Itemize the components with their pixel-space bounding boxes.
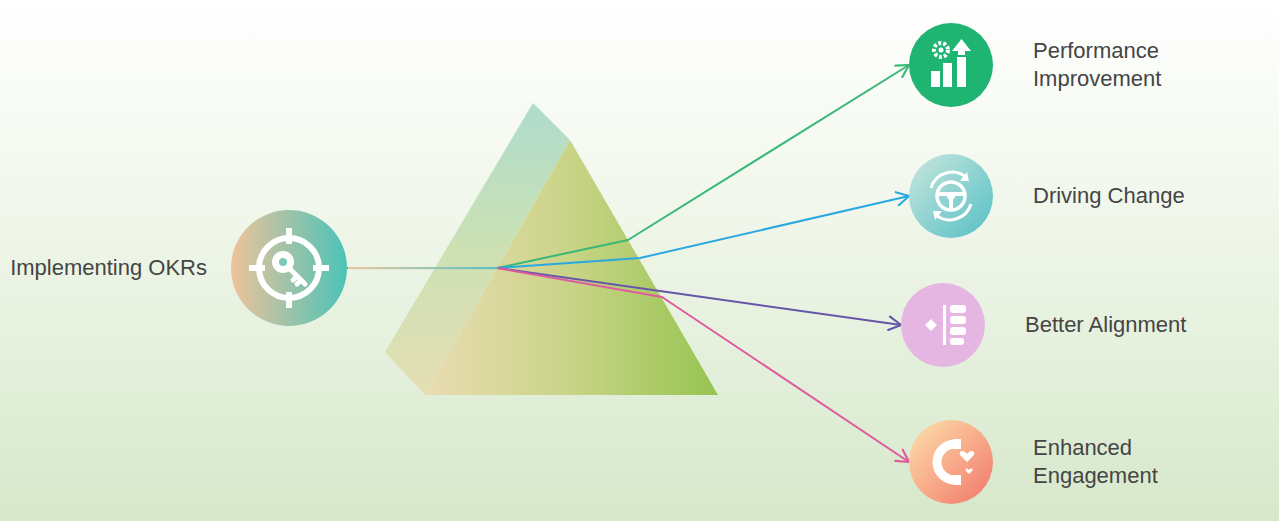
outcome-node: Performance Improvement <box>909 23 1233 107</box>
node-label: Enhanced Engagement <box>1033 434 1233 490</box>
node-icon <box>231 210 347 326</box>
connector-arrow <box>347 65 909 268</box>
connector-arrow <box>347 268 909 462</box>
outcome-node: Enhanced Engagement <box>909 420 1233 504</box>
node-label: Driving Change <box>1033 182 1185 210</box>
outcome-node: Better Alignment <box>901 283 1275 367</box>
node-icon <box>909 420 993 504</box>
connector-arrow <box>347 268 901 325</box>
node-label: Implementing OKRs <box>10 254 207 282</box>
node-icon <box>909 154 993 238</box>
node-label: Better Alignment <box>1025 311 1186 339</box>
outcome-node: Driving Change <box>909 154 1233 238</box>
node-icon <box>901 283 985 367</box>
node-label: Performance Improvement <box>1033 37 1233 93</box>
node-icon <box>909 23 993 107</box>
connector-arrow <box>347 196 909 268</box>
start-node: Implementing OKRs <box>7 210 347 326</box>
